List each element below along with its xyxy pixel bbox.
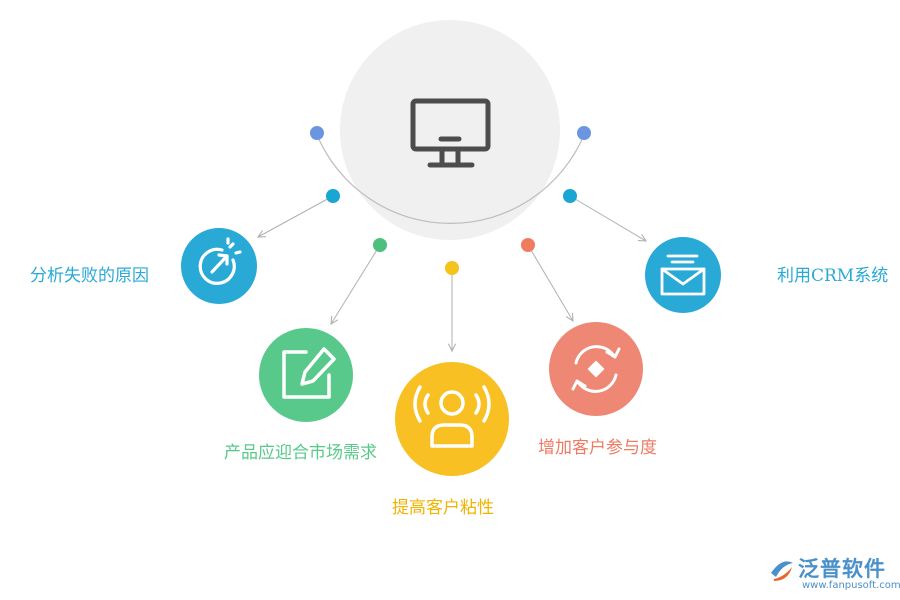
arrow-to-node-4 (527, 244, 573, 321)
arc-dot-3 (445, 261, 459, 275)
arc-dot-4 (521, 238, 535, 252)
arc-dot-5 (563, 189, 577, 203)
arc-dot-end-left (310, 126, 324, 140)
mail-icon (660, 254, 706, 296)
node-3-label: 提高客户粘性 (392, 498, 494, 518)
node-5-label: 利用CRM系统 (777, 266, 889, 286)
user-signal-icon (413, 385, 491, 448)
arrow-to-node-1 (258, 195, 334, 237)
arrow-to-node-5 (569, 195, 646, 241)
node-3-circle (395, 362, 509, 476)
arc-dot-1 (326, 189, 340, 203)
node-5-circle (645, 237, 721, 313)
arc-connector (316, 134, 585, 225)
arc-dot-end-right (577, 126, 591, 140)
logo-url: www.fanpusoft.com (802, 580, 900, 591)
arrow-to-node-2 (331, 244, 381, 324)
center-circle (340, 20, 560, 240)
edit-icon (282, 347, 336, 399)
monitor-icon (410, 98, 491, 168)
logo-name: 泛普软件 (798, 557, 886, 581)
clock-arrow-icon (198, 237, 242, 285)
node-1-label: 分析失败的原因 (30, 266, 149, 286)
brand-logo: 泛普软件 www.fanpusoft.com (768, 553, 900, 593)
node-4-label: 增加客户参与度 (538, 438, 657, 458)
logo-mark-icon (771, 561, 793, 581)
arc-dot-2 (373, 238, 387, 252)
refresh-diamond-shape (587, 360, 605, 378)
refresh-icon (571, 345, 621, 393)
node-2-label: 产品应迎合市场需求 (224, 443, 377, 463)
